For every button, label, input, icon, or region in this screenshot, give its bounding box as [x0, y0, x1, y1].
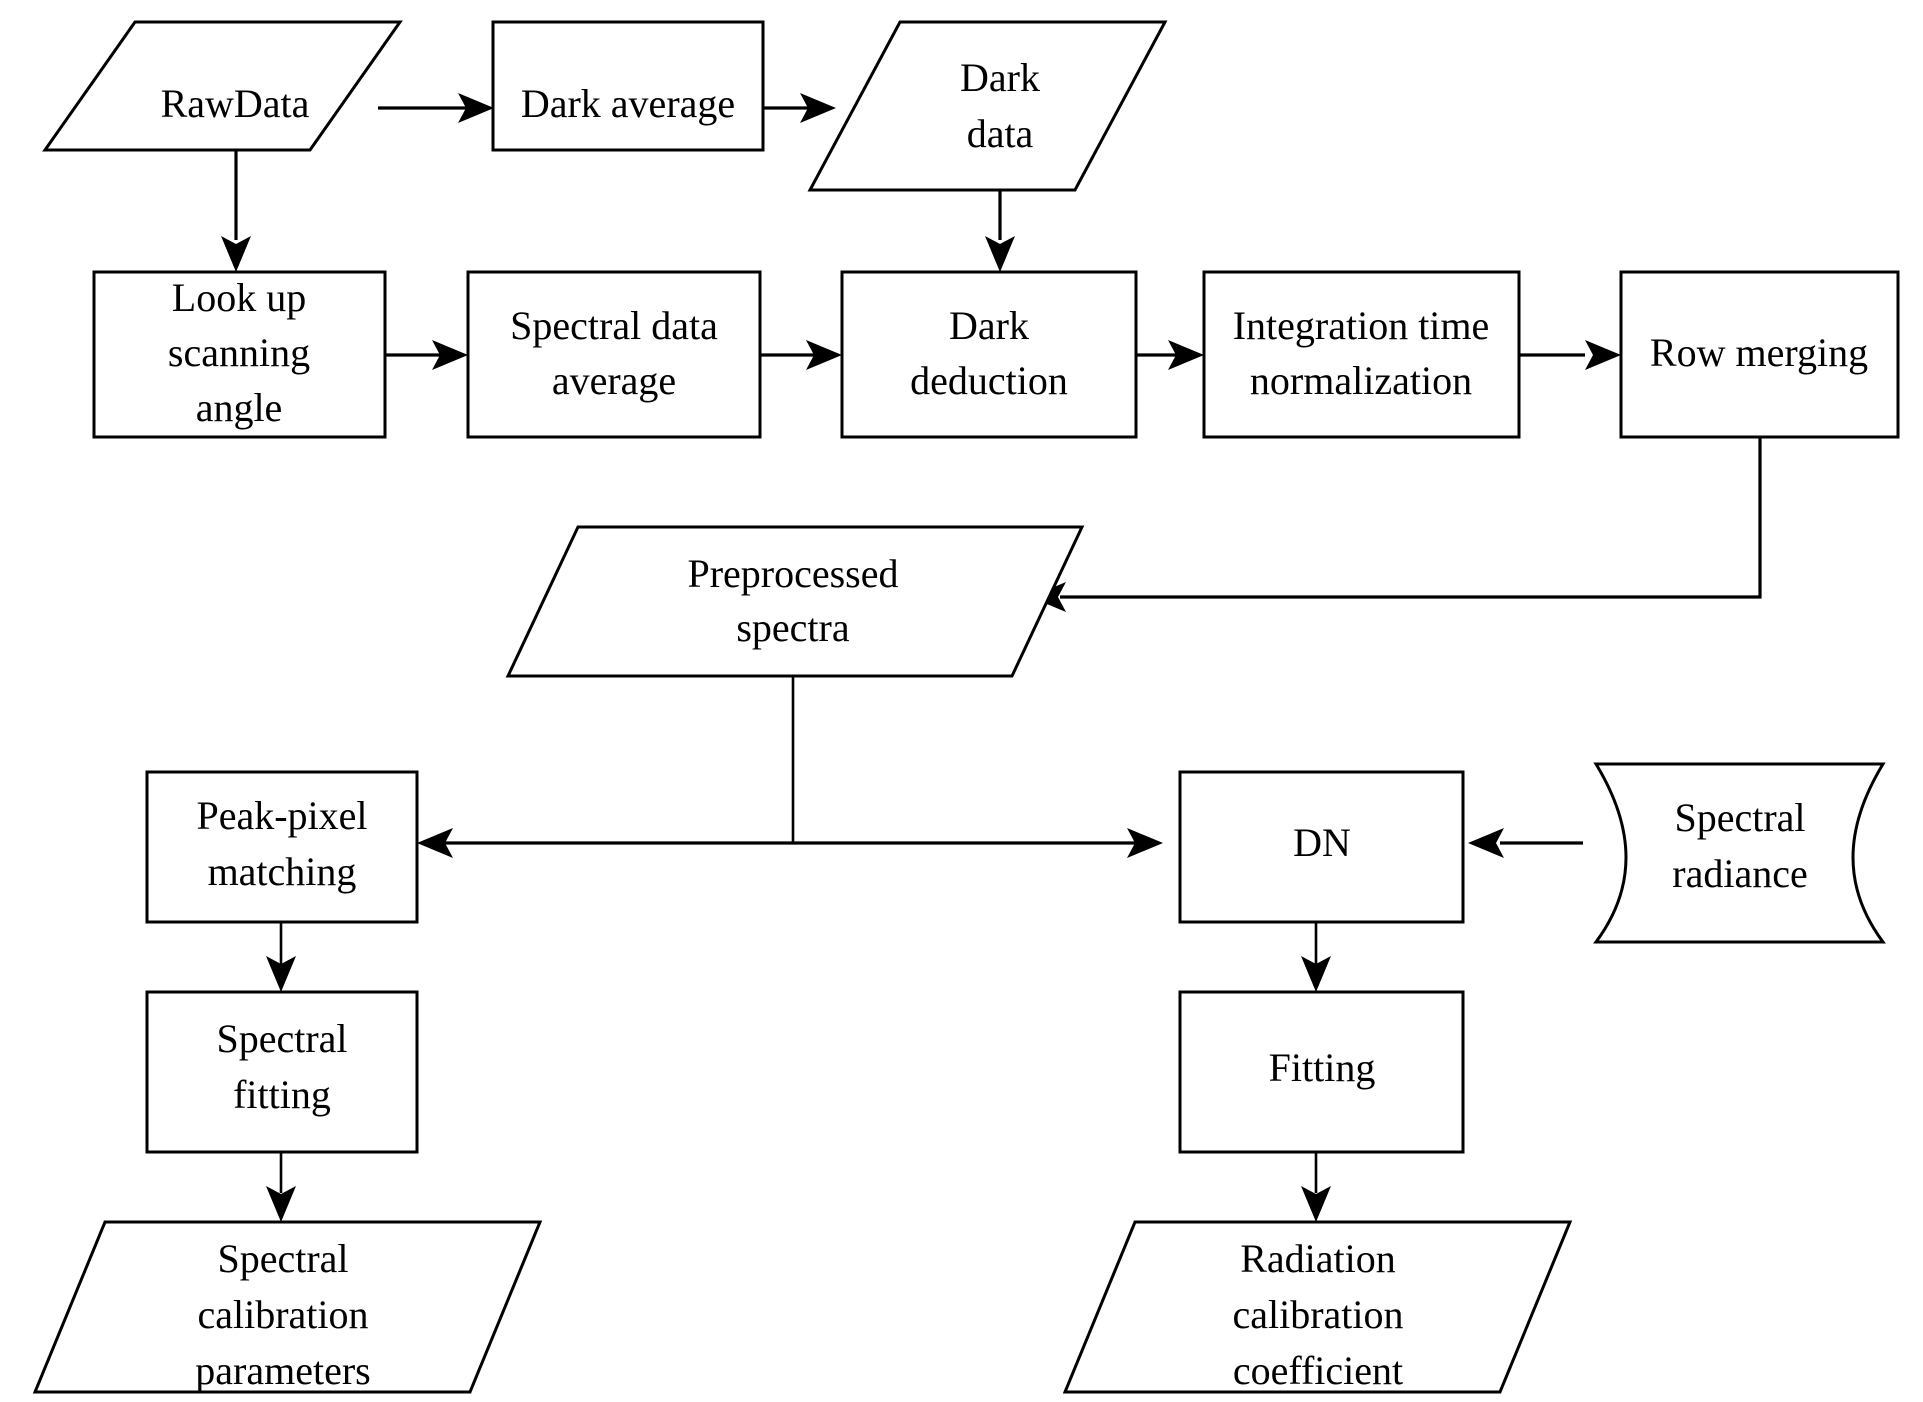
connector-lookup-to-spectral-data-average	[385, 340, 468, 370]
connector-dark-average-to-dark-data	[763, 93, 836, 123]
node-row-merging[interactable]: Row merging	[1619, 270, 1900, 439]
connector-integration-to-row-merging	[1519, 340, 1621, 370]
node-dn[interactable]: DN	[1178, 770, 1465, 924]
connector-dn-to-fitting	[1301, 922, 1331, 992]
node-row-merging-label: Row merging	[1650, 330, 1868, 375]
connector-dark-deduction-to-integration	[1136, 340, 1204, 370]
node-spectral-data-average[interactable]: Spectral data average	[466, 270, 762, 439]
node-dark-average-label: Dark average	[521, 81, 735, 126]
node-spectral-radiance-label-line1: Spectral	[1674, 795, 1805, 840]
connector-fitting-to-radiation-calibration	[1301, 1152, 1331, 1222]
node-radiation-calibration-coefficient-label-line1: Radiation	[1240, 1236, 1396, 1281]
node-dark-data-label-line1: Dark	[960, 55, 1040, 100]
connector-rawdata-to-dark-average	[378, 93, 494, 123]
node-radiation-calibration-coefficient-label-line3: coefficient	[1233, 1348, 1403, 1393]
node-radiation-calibration-coefficient-label-line2: calibration	[1232, 1292, 1403, 1337]
connector-dark-data-to-dark-deduction	[985, 190, 1015, 272]
node-integration-time-normalization-label-line1: Integration time	[1233, 303, 1490, 348]
node-integration-time-normalization[interactable]: Integration time normalization	[1202, 270, 1521, 439]
node-dark-deduction[interactable]: Dark deduction	[840, 270, 1138, 439]
node-dark-average[interactable]: Dark average	[491, 20, 765, 152]
connector-peak-pixel-to-spectral-fitting	[266, 922, 296, 992]
node-spectral-fitting-label-line2: fitting	[233, 1072, 331, 1117]
node-spectral-data-average-label-line2: average	[552, 358, 676, 403]
connector-row-merging-to-preprocessed-spectra	[1030, 437, 1762, 612]
node-dark-deduction-label-line1: Dark	[949, 303, 1029, 348]
connector-rawdata-to-lookup	[221, 150, 251, 272]
node-spectral-data-average-label-line1: Spectral data	[510, 303, 718, 348]
connector-spectral-fitting-to-spectral-calibration	[266, 1152, 296, 1222]
node-preprocessed-spectra[interactable]: Preprocessed spectra	[505, 525, 1085, 678]
node-spectral-radiance[interactable]: Spectral radiance	[1593, 762, 1886, 944]
node-spectral-calibration-parameters-label-line2: calibration	[197, 1292, 368, 1337]
node-spectral-radiance-label-line2: radiance	[1672, 851, 1807, 896]
node-dark-data-label-line2: data	[967, 111, 1034, 156]
node-look-up-scanning-angle-label-line1: Look up	[172, 275, 306, 320]
node-preprocessed-spectra-label-line2: spectra	[736, 605, 850, 650]
node-dark-data[interactable]: Dark data	[807, 20, 1168, 192]
node-peak-pixel-matching-label-line2: matching	[208, 849, 357, 894]
node-dn-label: DN	[1293, 820, 1351, 865]
node-peak-pixel-matching[interactable]: Peak-pixel matching	[145, 770, 419, 924]
node-peak-pixel-matching-label-line1: Peak-pixel	[196, 793, 367, 838]
node-spectral-calibration-parameters-label-line3: parameters	[195, 1348, 370, 1393]
connector-preprocessed-spectra-split	[417, 676, 1163, 858]
node-dark-deduction-label-line2: deduction	[910, 358, 1068, 403]
connector-spectral-data-average-to-dark-deduction	[760, 340, 842, 370]
node-fitting[interactable]: Fitting	[1178, 990, 1465, 1154]
node-look-up-scanning-angle-label-line3: angle	[196, 385, 283, 430]
node-raw-data[interactable]: RawData	[42, 20, 403, 152]
node-preprocessed-spectra-label-line1: Preprocessed	[687, 551, 898, 596]
node-raw-data-label: RawData	[161, 81, 310, 126]
node-spectral-calibration-parameters[interactable]: Spectral calibration parameters	[32, 1220, 543, 1394]
node-look-up-scanning-angle[interactable]: Look up scanning angle	[92, 270, 387, 439]
node-radiation-calibration-coefficient[interactable]: Radiation calibration coefficient	[1062, 1220, 1573, 1394]
node-spectral-fitting-label-line1: Spectral	[216, 1016, 347, 1061]
node-spectral-calibration-parameters-label-line1: Spectral	[217, 1236, 348, 1281]
node-spectral-fitting[interactable]: Spectral fitting	[145, 990, 419, 1154]
node-look-up-scanning-angle-label-line2: scanning	[168, 330, 310, 375]
connector-spectral-radiance-to-dn	[1468, 828, 1583, 858]
node-fitting-label: Fitting	[1269, 1045, 1376, 1090]
node-integration-time-normalization-label-line2: normalization	[1250, 358, 1472, 403]
